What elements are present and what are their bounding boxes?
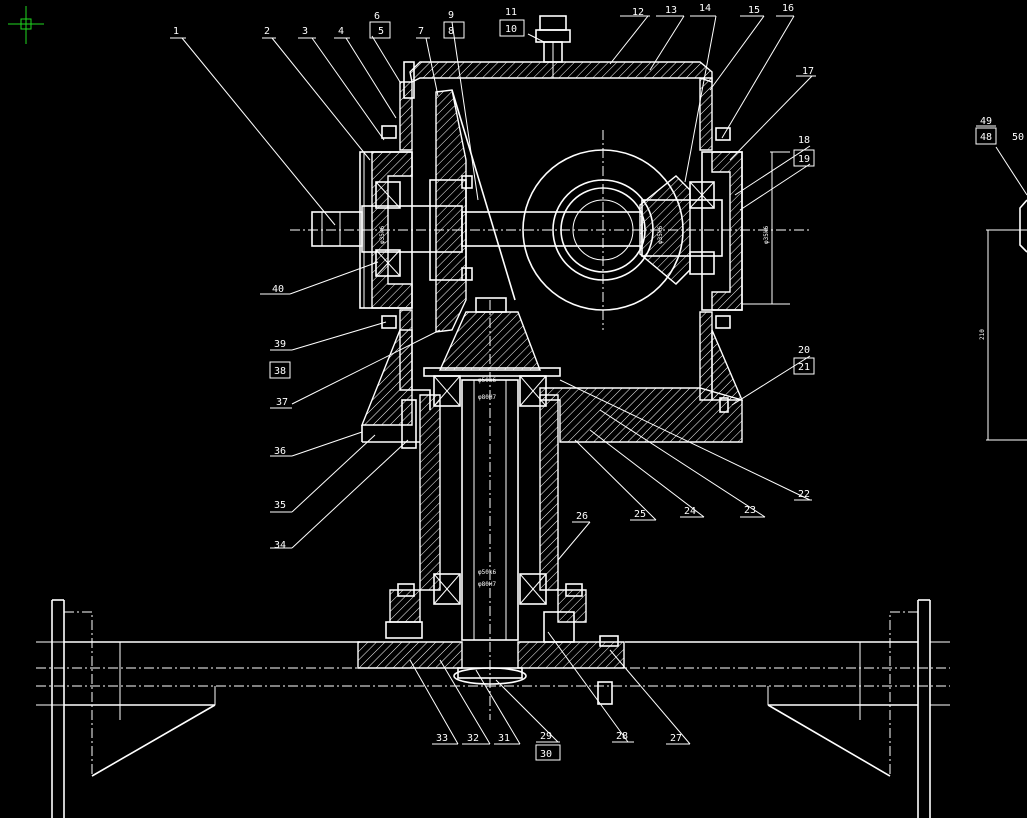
part-label: 6 [374,11,380,22]
part-label: 26 [576,511,588,522]
bevel-gear-large [429,89,516,333]
part-label: 36 [274,446,286,457]
part-label: 12 [632,7,644,18]
part-label: 28 [616,731,628,742]
part-label: 31 [498,733,510,744]
part-label: 32 [467,733,479,744]
part-label: 2 [264,26,270,37]
part-label: 15 [748,5,760,16]
gear-disc-circles [522,149,684,311]
dimension-texts: φ35k6 φ35k6 φ50k6 φ80H7 φ50k6 φ80H7 φ35k… [379,226,986,588]
part-label: 50 [1012,132,1024,143]
dim-text: φ35k6 [657,226,664,244]
left-base-support [36,599,360,818]
dim-text: φ50k6 [478,569,496,576]
dimension-lines [360,151,790,309]
part-label: 37 [276,397,288,408]
bottom-flange [357,583,625,705]
part-label: 16 [782,3,794,14]
centerlines [36,130,950,720]
dim-text: φ35k6 [379,226,386,244]
part-label: 17 [802,66,814,77]
part-label: 29 [540,731,552,742]
part-label: 21 [798,362,810,373]
dim-text: φ35k6 [763,226,770,244]
part-label: 13 [665,5,677,16]
part-label: 34 [274,540,286,551]
part-label: 39 [274,339,286,350]
dim-text: φ80H7 [478,394,496,401]
dim-text: φ50k6 [478,377,496,384]
leader-lines [170,15,813,745]
output-column [419,297,561,641]
part-label: 25 [634,509,646,520]
right-base-support [625,599,950,818]
part-label: 40 [272,284,284,295]
part-label: 24 [684,506,696,517]
part-label: 8 [448,26,454,37]
part-labels: 1 2 3 4 5 6 7 8 9 10 11 12 13 14 15 16 1… [173,3,1024,761]
part-label: 49 [980,116,992,127]
part-label: 18 [798,135,810,146]
crosshair-cursor-icon [8,6,44,44]
part-label: 11 [505,7,517,18]
part-label: 38 [274,366,286,377]
bolts [381,125,731,449]
side-view-partial [986,146,1027,441]
part-label: 14 [699,3,711,14]
vent-plug-icon [535,15,571,78]
part-label: 10 [505,24,517,35]
part-label: 7 [418,26,424,37]
part-label: 20 [798,345,810,356]
part-label: 30 [540,749,552,760]
part-label: 22 [798,489,810,500]
part-label: 23 [744,505,756,516]
dim-text: φ80H7 [478,581,496,588]
dim-text: 210 [979,329,986,340]
part-label: 5 [378,26,384,37]
part-label: 27 [670,733,682,744]
part-label: 33 [436,733,448,744]
part-label: 35 [274,500,286,511]
part-label: 48 [980,132,992,143]
part-label: 1 [173,26,179,37]
part-label: 3 [302,26,308,37]
part-label: 19 [798,154,810,165]
part-label: 4 [338,26,344,37]
part-label: 9 [448,10,454,21]
